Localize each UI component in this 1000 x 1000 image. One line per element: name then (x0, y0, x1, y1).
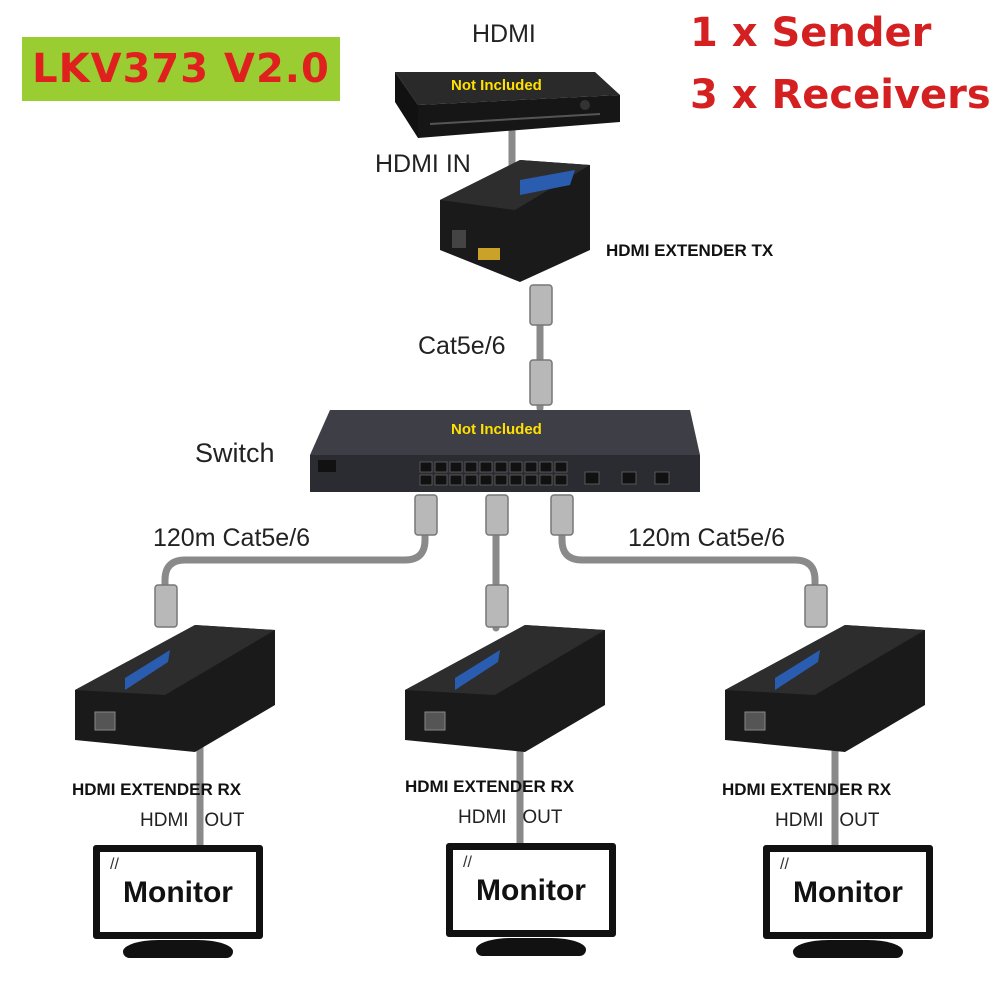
tx-label: HDMI EXTENDER TX (606, 241, 774, 260)
source-not-included-badge: Not Included (451, 77, 542, 94)
rx-extender-right-device (725, 625, 925, 752)
network-switch-device (310, 410, 700, 492)
rx-left-label: HDMI EXTENDER RX (72, 780, 242, 799)
glare-icon: // (780, 856, 789, 873)
monitor-middle-label: Monitor (476, 874, 586, 907)
model-label: LKV373 V2.0 (32, 46, 330, 92)
rj45-plug-switch-right (550, 494, 574, 536)
hdmi-in-label: HDMI IN (375, 150, 471, 178)
monitor-left-label: Monitor (123, 876, 233, 909)
rj45-plug-switch-middle (485, 494, 509, 536)
glare-icon: // (463, 854, 472, 871)
run-cable-left-label: 120m Cat5e/6 (153, 524, 311, 552)
monitor-middle-stand (476, 938, 586, 956)
rx-left-output-label: HDMI OUT (140, 810, 245, 831)
tx-extender-device (440, 160, 590, 282)
rx-right-output-label: HDMI OUT (775, 810, 880, 831)
cable-switch-rx-left (161, 516, 429, 619)
run-cable-right-label: 120m Cat5e/6 (628, 524, 786, 552)
rx-middle-output-label: HDMI OUT (458, 807, 563, 828)
monitor-middle: // Monitor (446, 843, 616, 937)
source-label: HDMI (472, 20, 536, 48)
rj45-plug-rx-left (154, 584, 178, 628)
rj45-plug-tx-top (529, 284, 553, 326)
monitor-right-stand (793, 940, 903, 958)
source-device (395, 72, 620, 138)
rj45-plug-switch-left (414, 494, 438, 536)
switch-label: Switch (195, 438, 275, 468)
monitor-left: // Monitor (93, 845, 263, 939)
model-badge: LKV373 V2.0 (22, 37, 340, 101)
sender-count-label: 1 x Sender (690, 10, 932, 56)
monitor-right: // Monitor (763, 845, 933, 939)
rj45-plugs (154, 284, 828, 628)
monitor-right-label: Monitor (793, 876, 903, 909)
glare-icon: // (110, 856, 119, 873)
rx-right-label: HDMI EXTENDER RX (722, 780, 892, 799)
rx-middle-label: HDMI EXTENDER RX (405, 777, 575, 796)
uplink-cable-label: Cat5e/6 (418, 332, 506, 360)
rx-extender-middle-device (405, 625, 605, 752)
rx-extender-left-device (75, 625, 275, 752)
rj45-plug-rx-middle (485, 584, 509, 628)
monitor-left-stand (123, 940, 233, 958)
switch-not-included-badge: Not Included (451, 421, 542, 438)
rj45-plug-rx-right (804, 584, 828, 628)
rj45-plug-switch-top (529, 359, 553, 406)
receiver-count-label: 3 x Receivers (690, 72, 991, 118)
cable-switch-rx-right (558, 516, 819, 619)
